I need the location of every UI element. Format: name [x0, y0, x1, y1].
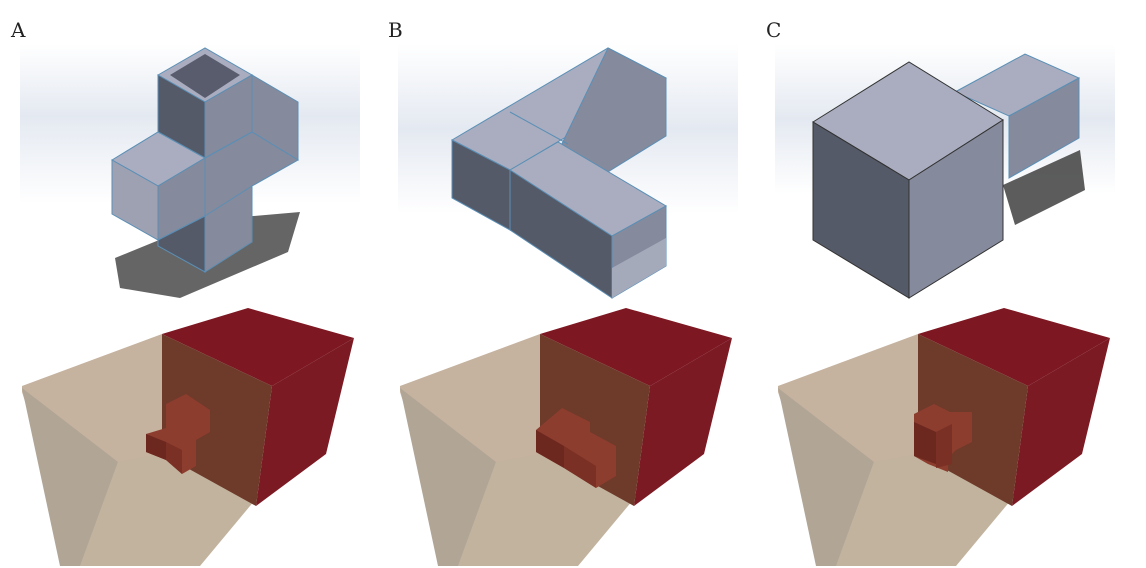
cross-top-hole — [170, 54, 240, 98]
panel-c-voxel-render — [776, 304, 1116, 566]
vox-object-shade2 — [564, 446, 596, 488]
vox-red-right — [1012, 338, 1110, 506]
l-long-arm-right — [557, 47, 667, 179]
panel-b-cad-render — [398, 40, 738, 300]
bar-right — [1008, 77, 1080, 179]
vox-red-right — [256, 338, 354, 506]
vox-left-wall-shade — [400, 388, 496, 566]
panel-a-cad-render — [20, 40, 360, 300]
panel-label-b: B — [388, 18, 403, 42]
vox-left-wall-shade — [22, 388, 118, 566]
l-seam-line — [509, 111, 569, 145]
vox-object-shade — [914, 422, 936, 464]
vox-red-right — [634, 338, 732, 506]
cube-right — [908, 119, 1004, 299]
vox-red-top — [540, 308, 732, 386]
l-end-inner — [612, 238, 666, 298]
panel-c-cad-render — [775, 40, 1115, 300]
vox-red-top — [918, 308, 1110, 386]
vox-left-wall-shade — [778, 388, 874, 566]
panel-label-c: C — [766, 18, 782, 42]
vox-object-shade2 — [166, 442, 182, 474]
panel-label-a: A — [11, 18, 26, 42]
drop-shadow — [1003, 150, 1085, 225]
panel-a-voxel-render — [20, 304, 360, 566]
vox-red-top — [162, 308, 354, 386]
vox-object-shade — [536, 430, 564, 468]
panel-b-voxel-render — [398, 304, 738, 566]
cross-bottom-arm-right — [204, 185, 253, 273]
vox-object-shade2 — [936, 424, 952, 468]
vox-object-shade — [146, 434, 166, 460]
